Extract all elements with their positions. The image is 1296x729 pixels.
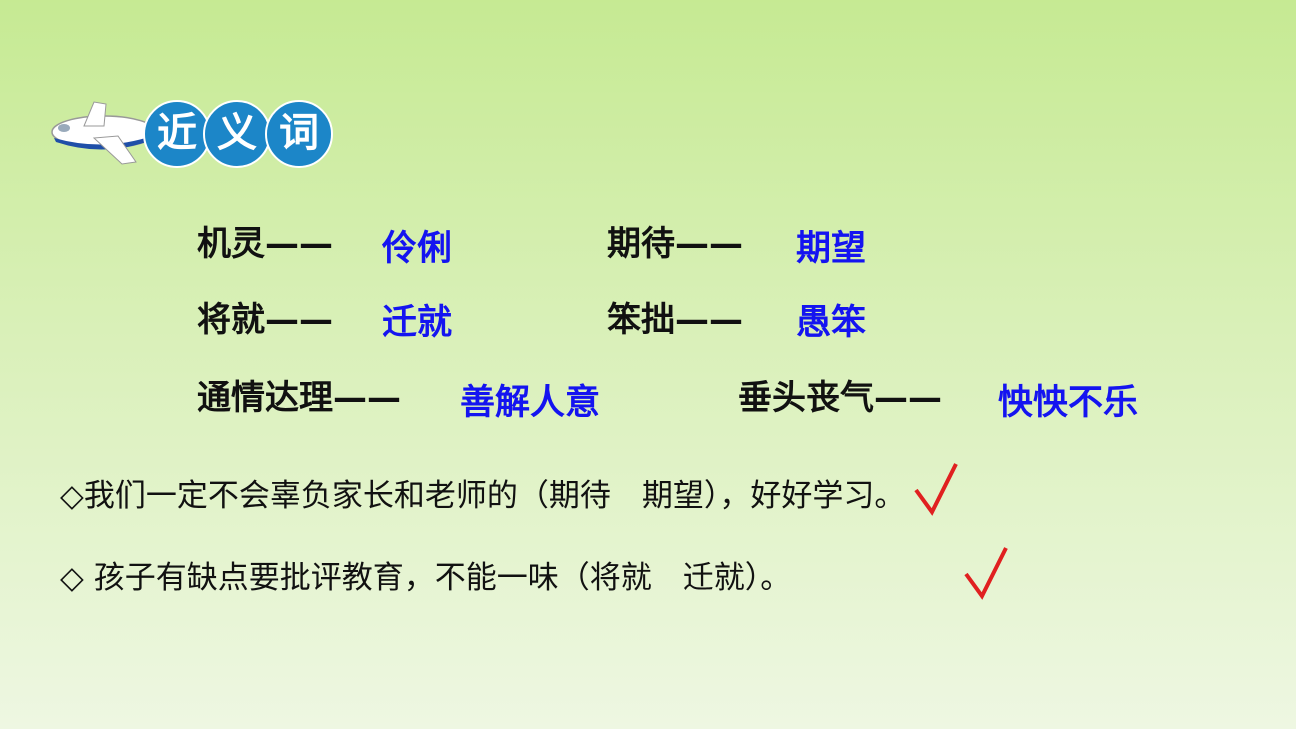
- pair-answer: 善解人意: [460, 383, 601, 423]
- header-char-3: 词: [265, 100, 333, 168]
- pair-word: 笨拙——: [607, 300, 743, 340]
- pair-word: 将就——: [197, 300, 333, 340]
- checkmark-icon: [964, 547, 1008, 600]
- header-char-2: 义: [203, 100, 271, 168]
- pair-word: 通情达理——: [197, 378, 401, 418]
- checkmark-icon: [914, 463, 958, 516]
- exercise-sentence-1: ◇我们一定不会辜负家长和老师的（期待 期望），好好学习。: [60, 478, 906, 514]
- header-char-1: 近: [143, 100, 211, 168]
- pair-answer: 愚笨: [796, 303, 867, 343]
- pair-word: 期待——: [607, 224, 743, 264]
- exercise-sentence-2: ◇ 孩子有缺点要批评教育，不能一味（将就 迁就）。: [60, 560, 792, 596]
- pair-answer: 怏怏不乐: [998, 383, 1139, 423]
- pair-word: 垂头丧气——: [738, 378, 942, 418]
- pair-word: 机灵——: [197, 224, 333, 264]
- pair-answer: 迁就: [382, 303, 453, 343]
- airplane-icon: [51, 101, 157, 165]
- pair-answer: 伶俐: [382, 229, 453, 269]
- pair-answer: 期望: [796, 229, 867, 269]
